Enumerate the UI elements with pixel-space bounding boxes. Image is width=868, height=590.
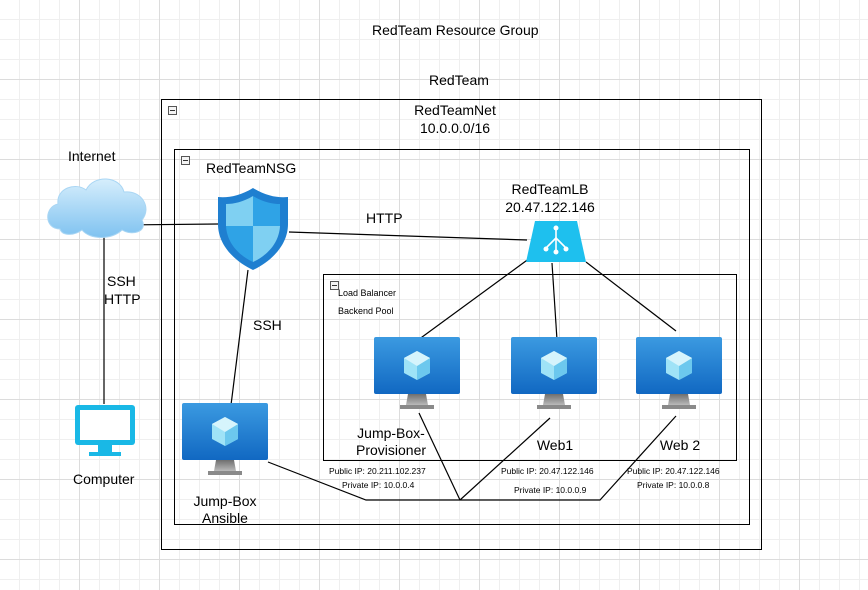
provisioner-name-line2: Provisioner xyxy=(355,442,427,458)
vm-web1[interactable] xyxy=(511,337,597,409)
nsg-to-jumpbox-line xyxy=(230,269,249,406)
web2-public-ip: Public IP: 20.47.122.146 xyxy=(627,466,720,476)
vnet-group-title: RedTeam xyxy=(429,72,489,88)
ssh-label-jumpbox: SSH xyxy=(253,317,282,333)
backend-pool-label-line2: Backend Pool xyxy=(338,306,394,316)
nsg-to-lb-line xyxy=(288,231,528,241)
lb-name: RedTeamLB xyxy=(511,181,589,197)
lb-to-provisioner-line xyxy=(417,257,531,341)
vm-web2[interactable] xyxy=(636,337,722,409)
backend-pool-container xyxy=(323,274,737,461)
ssh-label-internet: SSH xyxy=(107,273,136,289)
nsg-name: RedTeamNSG xyxy=(206,160,297,176)
jumpbox-to-vms-line xyxy=(267,415,677,501)
vnet-collapse-toggle[interactable] xyxy=(168,106,177,115)
vm-provisioner[interactable] xyxy=(374,337,460,409)
backend-pool-label-line1: Load Balancer xyxy=(338,288,397,298)
web1-public-ip: Public IP: 20.47.122.146 xyxy=(501,466,594,476)
lb-to-web2-line xyxy=(585,261,677,332)
internet-label: Internet xyxy=(68,148,116,164)
provisioner-private-ip: Private IP: 10.0.0.4 xyxy=(342,480,415,490)
nsg-collapse-toggle[interactable] xyxy=(181,156,190,165)
vm-jumpbox[interactable] xyxy=(182,403,268,475)
web1-private-ip: Private IP: 10.0.0.9 xyxy=(514,485,587,495)
nsg-container xyxy=(174,149,750,525)
lb-ip: 20.47.122.146 xyxy=(505,199,595,215)
resource-group-title: RedTeam Resource Group xyxy=(372,22,539,38)
web2-private-ip: Private IP: 10.0.0.8 xyxy=(637,480,710,490)
http-label-internet: HTTP xyxy=(104,291,141,307)
provisioner-to-bus-line xyxy=(418,412,461,501)
web2-name: Web 2 xyxy=(659,437,701,453)
vnet-cidr: 10.0.0.0/16 xyxy=(419,120,491,136)
vnet-container xyxy=(161,99,762,550)
lb-to-web1-line xyxy=(551,262,558,341)
web1-to-bus-line xyxy=(459,417,551,501)
computer-label: Computer xyxy=(73,471,135,487)
vnet-name: RedTeamNet xyxy=(414,102,496,118)
jumpbox-name-line2: Ansible xyxy=(202,510,248,526)
computer-node[interactable] xyxy=(75,405,135,457)
http-label-lb: HTTP xyxy=(366,210,403,226)
provisioner-name-line1: Jump-Box- xyxy=(357,425,425,441)
backend-pool-collapse-toggle[interactable] xyxy=(330,281,339,290)
web1-name: Web1 xyxy=(536,437,574,453)
provisioner-public-ip: Public IP: 20.211.102.237 xyxy=(329,466,426,476)
jumpbox-name-line1: Jump-Box xyxy=(193,493,257,509)
